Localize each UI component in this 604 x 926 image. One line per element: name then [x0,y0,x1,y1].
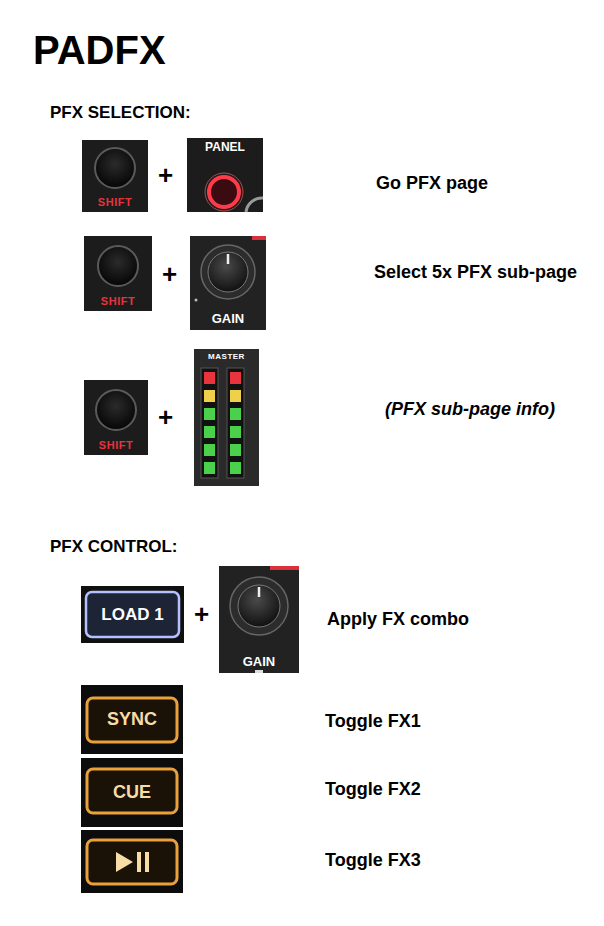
plus-sign: + [194,599,209,630]
plus-sign: + [158,402,173,433]
level-meter-part [230,462,241,474]
button-label: SHIFT [99,439,133,452]
play-pause-button-part [116,852,133,872]
panel-button-part [209,177,239,207]
gain-knob-part [238,585,280,627]
plus-sign: + [162,259,177,290]
level-meter-part [201,368,218,478]
gain-knob [219,566,299,673]
function-text: Apply FX combo [327,609,469,631]
level-meter-part [204,444,215,456]
gain-knob-part [219,566,299,673]
level-meter-part [204,390,215,402]
gain-knob-part [258,587,261,597]
section-heading: PFX CONTROL: [50,537,178,557]
play-pause-button-part [81,830,183,893]
load-button [81,586,184,643]
section-heading: PFX SELECTION: [50,103,191,123]
level-meter-part [230,408,241,420]
plus-sign: + [158,160,173,191]
sync-button: SYNC [81,685,183,754]
gain-knob [190,236,266,330]
gain-knob-part [227,254,230,264]
gain-knob: GAIN [190,236,266,330]
sync-button [81,685,183,754]
level-meter-part [230,426,241,438]
button-label: GAIN [212,312,245,327]
gain-knob-part [230,577,288,635]
function-note: (PFX sub-page info) [385,399,555,421]
shift-button-part [84,236,152,311]
shift-button: SHIFT [84,236,152,311]
shift-button-part [84,380,148,455]
level-meter-part [204,462,215,474]
level-meter-part [194,349,259,486]
level-meter-part [227,368,244,478]
level-meter-part [204,372,215,384]
level-meter-part [204,408,215,420]
cue-button-part [87,769,177,813]
cue-button: CUE [81,758,183,827]
panel-button: PANEL [187,138,263,212]
cue-button-part [81,758,183,827]
button-label: SHIFT [98,196,132,209]
gain-knob-part [252,236,266,240]
sync-button-part [81,685,183,754]
shift-button: SHIFT [82,140,148,212]
level-meter [194,349,259,486]
load-button: LOAD 1 [81,586,184,643]
panel-button-part [187,138,263,212]
gain-knob-part [190,236,266,330]
button-label: SYNC [107,709,157,730]
button-label: GAIN [243,655,276,670]
button-label: SHIFT [101,295,135,308]
master-meter: MASTER [194,349,259,486]
level-meter-part [230,372,241,384]
shift-button-part [95,148,135,188]
gain-knob: GAIN [219,566,299,673]
level-meter-part [230,390,241,402]
button-label: MASTER [208,352,245,361]
shift-button-part [82,140,148,212]
shift-button-part [96,390,136,430]
sync-button-part [87,698,177,742]
level-meter-part [230,444,241,456]
function-text: Select 5x PFX sub-page [374,262,577,284]
shift-button [82,140,148,212]
button-label: PANEL [205,141,245,155]
shift-button [84,380,148,455]
function-text: Toggle FX3 [325,850,421,872]
load-button-part [86,592,179,637]
button-label: CUE [113,782,151,803]
panel-button-part [246,198,263,212]
play-pause-button-part [137,852,141,872]
panel-button-part [205,173,243,211]
shift-button-part [98,246,138,286]
gain-knob-part [201,245,255,299]
gain-knob-part [195,299,198,302]
shift-button [84,236,152,311]
button-label: LOAD 1 [101,605,163,625]
function-text: Toggle FX2 [325,779,421,801]
play-pause-button [81,830,183,893]
shift-button: SHIFT [84,380,148,455]
gain-knob-part [208,252,248,292]
level-meter-part [204,426,215,438]
play-pause-button-part [87,840,177,884]
gain-knob-part [270,566,299,570]
cue-button [81,758,183,827]
function-text: Toggle FX1 [325,711,421,733]
play-pause-button-part [145,852,149,872]
function-text: Go PFX page [376,173,488,195]
gain-knob-part [255,670,263,673]
panel-button [187,138,263,212]
load-button-part [81,586,184,643]
page-title: PADFX [33,26,166,74]
